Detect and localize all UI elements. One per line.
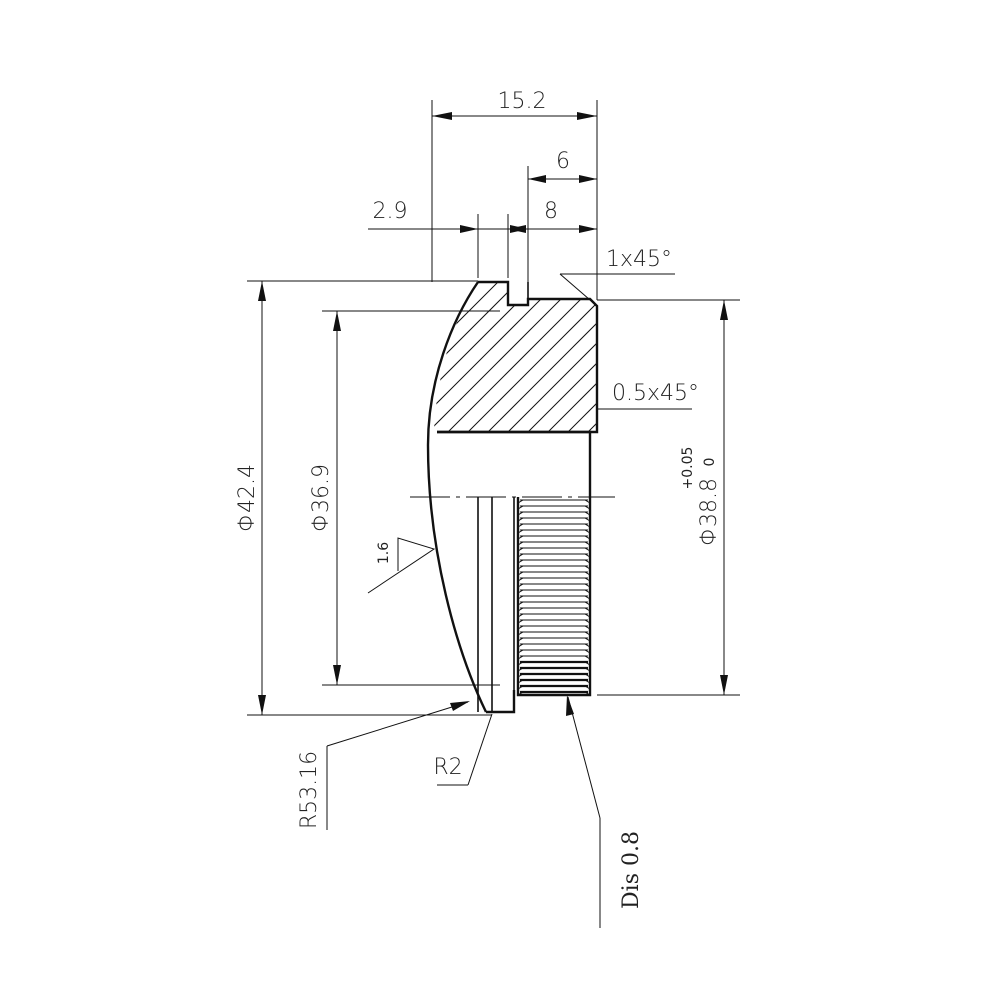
hatch-line <box>220 270 390 440</box>
dim-groove-width-label: 2.9 <box>373 199 408 224</box>
hatch-line <box>260 270 430 440</box>
sphere-radius-callout: R53.16 <box>297 701 470 830</box>
hatch-line <box>680 270 850 440</box>
dim-thread-diameter-label: Φ38.8 <box>697 478 722 546</box>
section-top-edge <box>437 280 599 434</box>
edge-radius-label: R2 <box>433 755 462 780</box>
hatch-line <box>539 282 597 432</box>
dim-thread-length-label: 8 <box>544 199 558 224</box>
hatch-line <box>660 270 830 440</box>
hatch-line <box>640 270 810 440</box>
dim-thread-diameter: Φ38.8 +0.05 0 <box>597 299 740 696</box>
groove-edge <box>507 282 529 299</box>
hatch-line <box>620 270 790 440</box>
dim-overall-length: 15.2 <box>431 89 598 300</box>
chamfer-outer-label: 1x45° <box>606 247 672 272</box>
distance-callout: Dis 0.8 <box>566 695 644 928</box>
hatch-line <box>780 270 950 440</box>
lower-flange-bottom <box>486 690 516 714</box>
hatch-line <box>499 282 597 432</box>
dim-inner-diameter: Φ36.9 <box>309 310 500 686</box>
dim-overall-length-label: 15.2 <box>498 89 547 114</box>
thread-outline <box>516 497 592 697</box>
edge-radius-callout: R2 <box>433 713 493 786</box>
hatch-line <box>459 282 597 432</box>
dim-inner-diameter-label: Φ36.9 <box>309 464 334 532</box>
hatch-line <box>740 270 910 440</box>
dim-outer-diameter: Φ42.4 <box>235 280 492 716</box>
part-outline <box>220 270 970 714</box>
hatch-line <box>600 270 770 440</box>
section-hatching <box>220 270 970 440</box>
hatch-line <box>559 282 597 432</box>
hatch-line <box>479 282 597 432</box>
dim-thread-and-groove: 8 2.9 <box>368 199 597 278</box>
surface-roughness-symbol: 1.6 <box>367 537 436 594</box>
hatch-line <box>434 282 451 432</box>
sphere-radius-label: R53.16 <box>297 751 322 829</box>
hatch-line <box>700 270 870 440</box>
bore-step <box>437 430 592 497</box>
lower-bore-wall <box>477 497 515 712</box>
chamfer-inner-callout: 0.5x45° <box>596 381 699 420</box>
hatch-line <box>800 270 970 440</box>
hatch-line <box>434 282 511 432</box>
spherical-face <box>426 281 488 713</box>
hatch-line <box>240 270 410 440</box>
dim-thread-tol-upper: +0.05 <box>680 447 696 490</box>
surface-roughness-triangle-icon <box>367 537 436 594</box>
hatch-line <box>519 282 597 432</box>
distance-label: Dis 0.8 <box>619 831 644 909</box>
dim-step-length: 6 <box>527 149 597 282</box>
hatch-line <box>720 270 890 440</box>
chamfer-outer-callout: 1x45° <box>559 247 675 307</box>
thread-region <box>517 499 591 696</box>
hatch-line <box>434 282 471 432</box>
dim-step-length-label: 6 <box>556 149 570 174</box>
roughness-value: 1.6 <box>376 542 392 564</box>
hatch-line <box>760 270 930 440</box>
dim-thread-tol-lower: 0 <box>702 458 718 467</box>
chamfer-inner-label: 0.5x45° <box>612 381 699 406</box>
dim-outer-diameter-label: Φ42.4 <box>235 464 260 532</box>
